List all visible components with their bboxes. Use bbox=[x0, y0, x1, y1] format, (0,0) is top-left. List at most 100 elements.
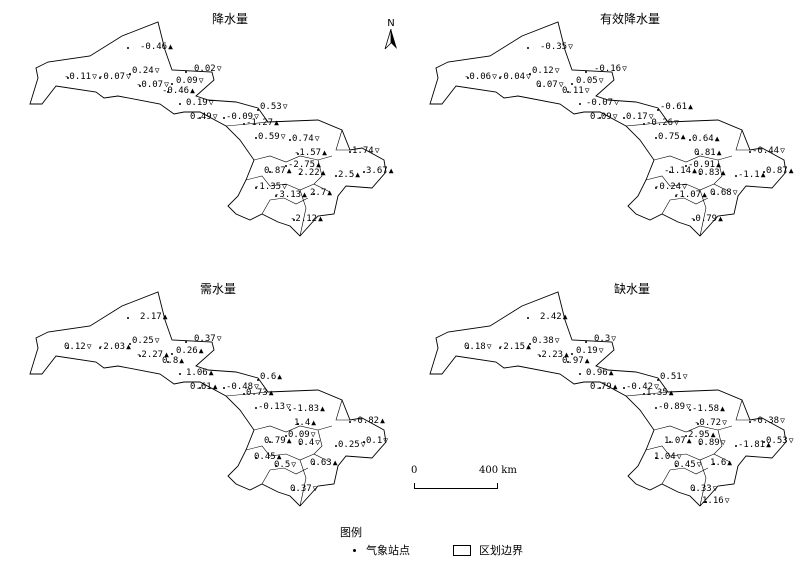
station-dot bbox=[199, 387, 201, 389]
station-value: 0.79 bbox=[590, 382, 612, 392]
station-value: -0.07 bbox=[136, 80, 164, 90]
station-value: -1.57 bbox=[294, 148, 322, 158]
triangle-down-icon: ▽ bbox=[554, 336, 560, 345]
station-dot bbox=[363, 171, 365, 173]
triangle-down-icon: ▽ bbox=[216, 334, 222, 343]
station-value-label: 0.87▲ bbox=[766, 166, 794, 176]
legend-item-station: 气象站点 bbox=[353, 542, 410, 558]
station-value-label: -0.26▽ bbox=[646, 118, 679, 128]
station-value-label: 0.96▲ bbox=[586, 368, 614, 378]
station-dot bbox=[527, 317, 529, 319]
north-arrow: N bbox=[383, 18, 399, 55]
station-value: -0.13 bbox=[258, 402, 286, 412]
triangle-up-icon: ▲ bbox=[526, 342, 531, 351]
triangle-down-icon: ▽ bbox=[712, 484, 718, 493]
triangle-down-icon: ▽ bbox=[611, 334, 617, 343]
district-boundary bbox=[661, 197, 709, 215]
station-value: 0.73 bbox=[246, 388, 268, 398]
station-dot bbox=[255, 457, 257, 459]
station-value-label: -1.57▲ bbox=[294, 148, 327, 158]
station-value: 0.87 bbox=[264, 166, 286, 176]
station-dot bbox=[699, 443, 701, 445]
station-value-label: 2.17▲ bbox=[140, 312, 168, 322]
station-value-label: 1.06▲ bbox=[186, 368, 214, 378]
station-dot bbox=[693, 489, 695, 491]
station-value: 0.4 bbox=[298, 438, 315, 448]
triangle-up-icon: ▲ bbox=[727, 458, 733, 467]
station-dot bbox=[735, 175, 737, 177]
station-dot bbox=[585, 71, 587, 73]
district-boundary bbox=[245, 445, 315, 461]
region-boundary bbox=[429, 291, 787, 507]
station-value: -0.82 bbox=[352, 416, 380, 426]
station-value: 1.4 bbox=[294, 418, 311, 428]
station-value-label: -1.81▲ bbox=[738, 440, 771, 450]
station-value-label: 0.4▽ bbox=[298, 438, 320, 448]
station-value-label: 2.22▲ bbox=[298, 168, 326, 178]
station-value: -0.11 bbox=[64, 72, 92, 82]
triangle-up-icon: ▲ bbox=[277, 372, 283, 381]
triangle-up-icon: ▲ bbox=[316, 160, 321, 169]
scale-line bbox=[414, 483, 498, 489]
station-dot bbox=[655, 187, 657, 189]
station-dot bbox=[199, 117, 201, 119]
station-dot bbox=[269, 171, 271, 173]
station-value: -0.91 bbox=[688, 160, 716, 170]
triangle-up-icon: ▲ bbox=[168, 42, 173, 51]
district-boundary bbox=[299, 459, 307, 507]
station-value: -0.44 bbox=[752, 146, 780, 156]
station-value: 0.09 bbox=[590, 112, 612, 122]
station-value: 3.67 bbox=[366, 166, 388, 176]
triangle-up-icon: ▲ bbox=[584, 356, 590, 365]
station-value: 1.6 bbox=[710, 458, 727, 468]
triangle-up-icon: ▲ bbox=[612, 382, 618, 391]
triangle-down-icon: ▽ bbox=[492, 72, 497, 81]
station-value: 0.51 bbox=[660, 372, 682, 382]
triangle-up-icon: ▲ bbox=[322, 148, 327, 157]
station-value-label: 0.02▽ bbox=[194, 64, 222, 74]
station-value-label: -2.03▲ bbox=[98, 342, 131, 352]
station-value: 0.97 bbox=[562, 356, 584, 366]
triangle-down-icon: ▽ bbox=[584, 86, 590, 95]
station-value: 0.74 bbox=[292, 134, 314, 144]
triangle-down-icon: ▽ bbox=[312, 484, 318, 493]
station-value-label: 0.45▲ bbox=[254, 452, 282, 462]
station-value-label: 0.73▲ bbox=[246, 388, 274, 398]
triangle-down-icon: ▽ bbox=[732, 188, 738, 197]
triangle-down-icon: ▽ bbox=[164, 80, 169, 89]
station-value: 0.5 bbox=[274, 460, 291, 470]
station-value: 0.83 bbox=[698, 168, 720, 178]
triangle-down-icon: ▽ bbox=[154, 66, 160, 75]
station-dot bbox=[693, 219, 695, 221]
station-value-label: 0.74▽ bbox=[292, 134, 320, 144]
station-value-label: 0.19▽ bbox=[576, 346, 604, 356]
map-panel-precipitation: 降水量 -0.46▲-0.11▽-0.07▽0.24▽-0.07▽0.09▽0.… bbox=[0, 0, 400, 270]
triangle-down-icon: ▽ bbox=[722, 418, 727, 427]
station-value-label: -2.12▲ bbox=[290, 214, 323, 224]
station-dot bbox=[275, 195, 277, 197]
triangle-down-icon: ▽ bbox=[598, 76, 604, 85]
station-value: -0.46 bbox=[162, 86, 190, 96]
station-value: 0.38 bbox=[532, 336, 554, 346]
station-value: 0.45 bbox=[674, 460, 696, 470]
triangle-up-icon: ▲ bbox=[380, 416, 385, 425]
station-value-label: -0.91▲ bbox=[688, 160, 721, 170]
station-value-label: -0.89▽ bbox=[658, 402, 691, 412]
station-value-label: 0.33▽ bbox=[690, 484, 718, 494]
triangle-up-icon: ▲ bbox=[720, 404, 725, 413]
station-value: 0.81 bbox=[694, 148, 716, 158]
triangle-up-icon: ▲ bbox=[760, 170, 766, 179]
station-dot bbox=[297, 423, 299, 425]
station-value: 0.02 bbox=[194, 64, 216, 74]
station-value-label: 1.35▲ bbox=[646, 388, 674, 398]
station-value: 0.12 bbox=[64, 342, 86, 352]
station-value: 0.18 bbox=[464, 342, 486, 352]
station-dot bbox=[499, 347, 501, 349]
station-dot bbox=[139, 355, 141, 357]
triangle-up-icon: ▲ bbox=[327, 188, 333, 197]
station-dot bbox=[697, 153, 699, 155]
station-value: 0.87 bbox=[766, 166, 788, 176]
station-dot bbox=[129, 73, 131, 75]
triangle-down-icon: ▽ bbox=[788, 436, 794, 445]
station-value-label: -0.46▲ bbox=[162, 86, 195, 96]
